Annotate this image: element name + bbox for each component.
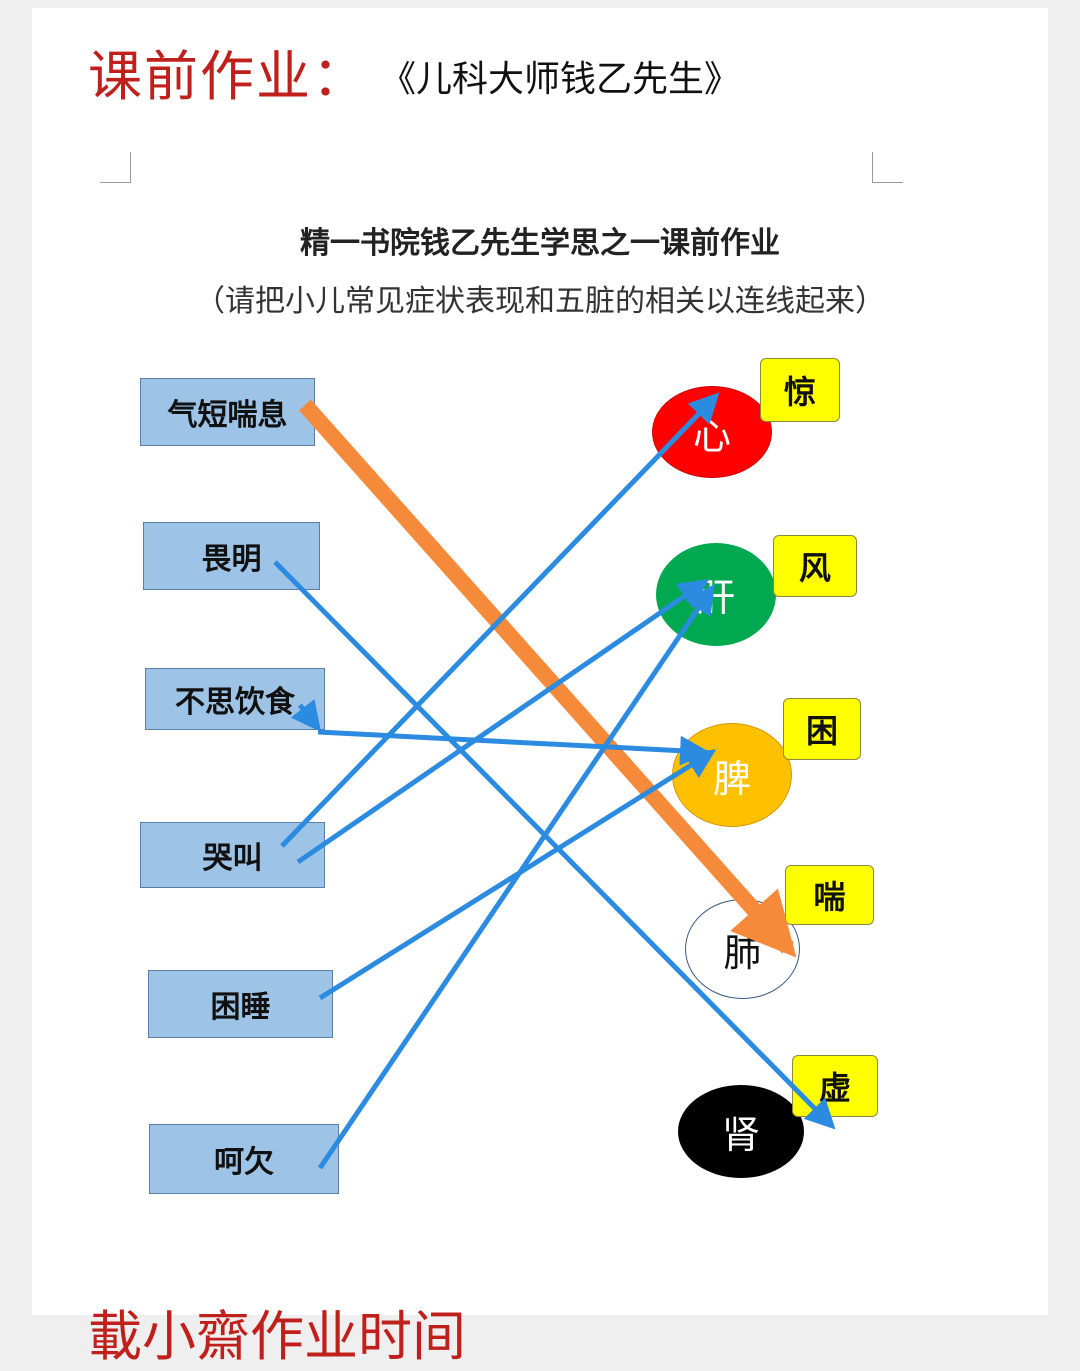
symptom-box-yawning: 呵欠 bbox=[149, 1124, 339, 1194]
document-page bbox=[32, 8, 1048, 1315]
tag-wheeze: 喘 bbox=[785, 865, 874, 925]
worksheet-title: 精一书院钱乙先生学思之一课前作业 bbox=[300, 226, 780, 261]
symptom-box-photophobia: 畏明 bbox=[143, 522, 320, 590]
tag-fright: 惊 bbox=[760, 358, 840, 422]
next-section-title: 載小齋作业时间 bbox=[88, 1305, 466, 1368]
organ-kidney: 肾 bbox=[678, 1085, 804, 1178]
symptom-box-sleepiness: 困睡 bbox=[148, 970, 333, 1038]
tag-fatigue: 困 bbox=[783, 698, 861, 760]
organ-spleen: 脾 bbox=[672, 723, 792, 827]
crop-mark-left bbox=[100, 152, 131, 183]
worksheet-subtitle: （请把小儿常见症状表现和五脏的相关以连线起来） bbox=[195, 284, 885, 319]
tag-wind: 风 bbox=[773, 535, 857, 597]
organ-lung: 肺 bbox=[685, 899, 800, 999]
homework-title: 课前作业： bbox=[88, 45, 368, 108]
symptom-box-shortness-of-breath: 气短喘息 bbox=[140, 378, 315, 446]
organ-heart: 心 bbox=[652, 386, 772, 478]
organ-liver: 肝 bbox=[656, 543, 776, 646]
book-title: 《儿科大师钱乙先生》 bbox=[380, 59, 741, 100]
symptom-box-crying: 哭叫 bbox=[140, 822, 325, 888]
crop-mark-right bbox=[872, 152, 903, 183]
tag-deficiency: 虚 bbox=[792, 1055, 878, 1117]
symptom-box-no-appetite: 不思饮食 bbox=[145, 668, 325, 730]
